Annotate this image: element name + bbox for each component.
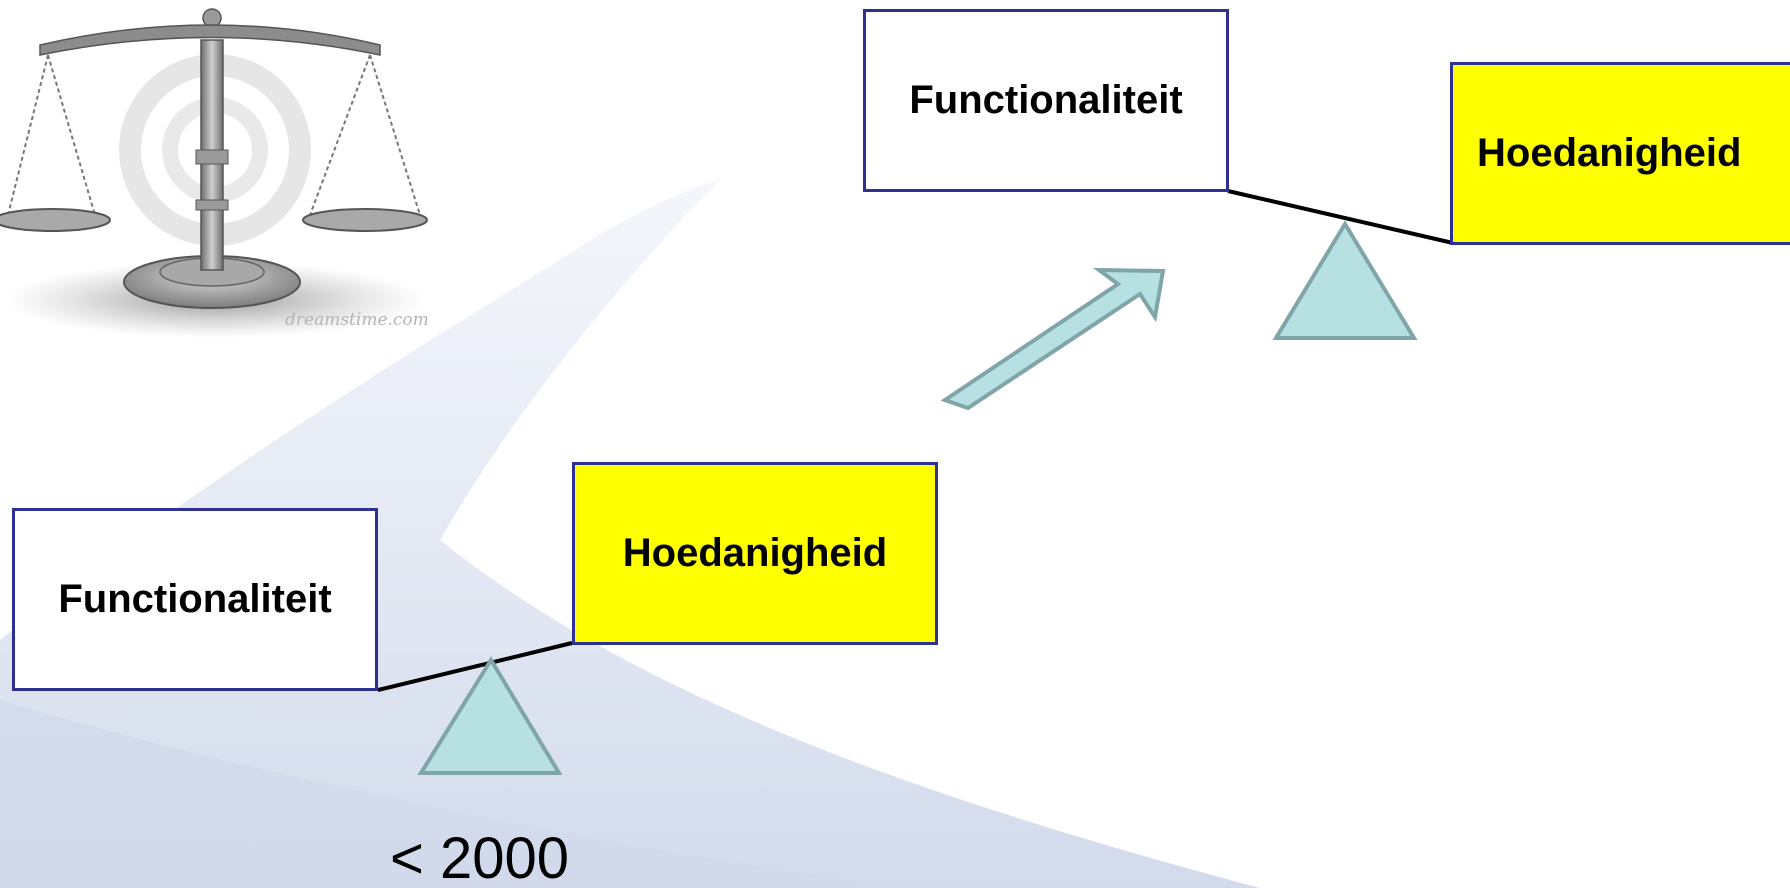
left-hoedanigheid-label: Hoedanigheid (622, 531, 888, 575)
watermark-text: dreamstime.com (285, 310, 429, 330)
right-fulcrum-triangle (1272, 220, 1418, 340)
left-hoedanigheid-box: Hoedanigheid (572, 462, 938, 645)
right-functionaliteit-label: Functionaliteit (909, 78, 1183, 122)
left-fulcrum-triangle (417, 656, 563, 775)
right-functionaliteit-box: Functionaliteit (863, 9, 1229, 192)
progress-arrow (940, 267, 1166, 411)
year-label: < 2000 (390, 826, 570, 888)
right-balance-beam (1227, 189, 1454, 245)
left-functionaliteit-box: Functionaliteit (12, 508, 378, 691)
left-functionaliteit-label: Functionaliteit (58, 577, 332, 621)
right-hoedanigheid-label: Hoedanigheid (1477, 131, 1742, 175)
balance-scale-icon (0, 8, 428, 338)
left-balance-beam (377, 641, 573, 692)
right-hoedanigheid-box: Hoedanigheid (1450, 62, 1790, 245)
